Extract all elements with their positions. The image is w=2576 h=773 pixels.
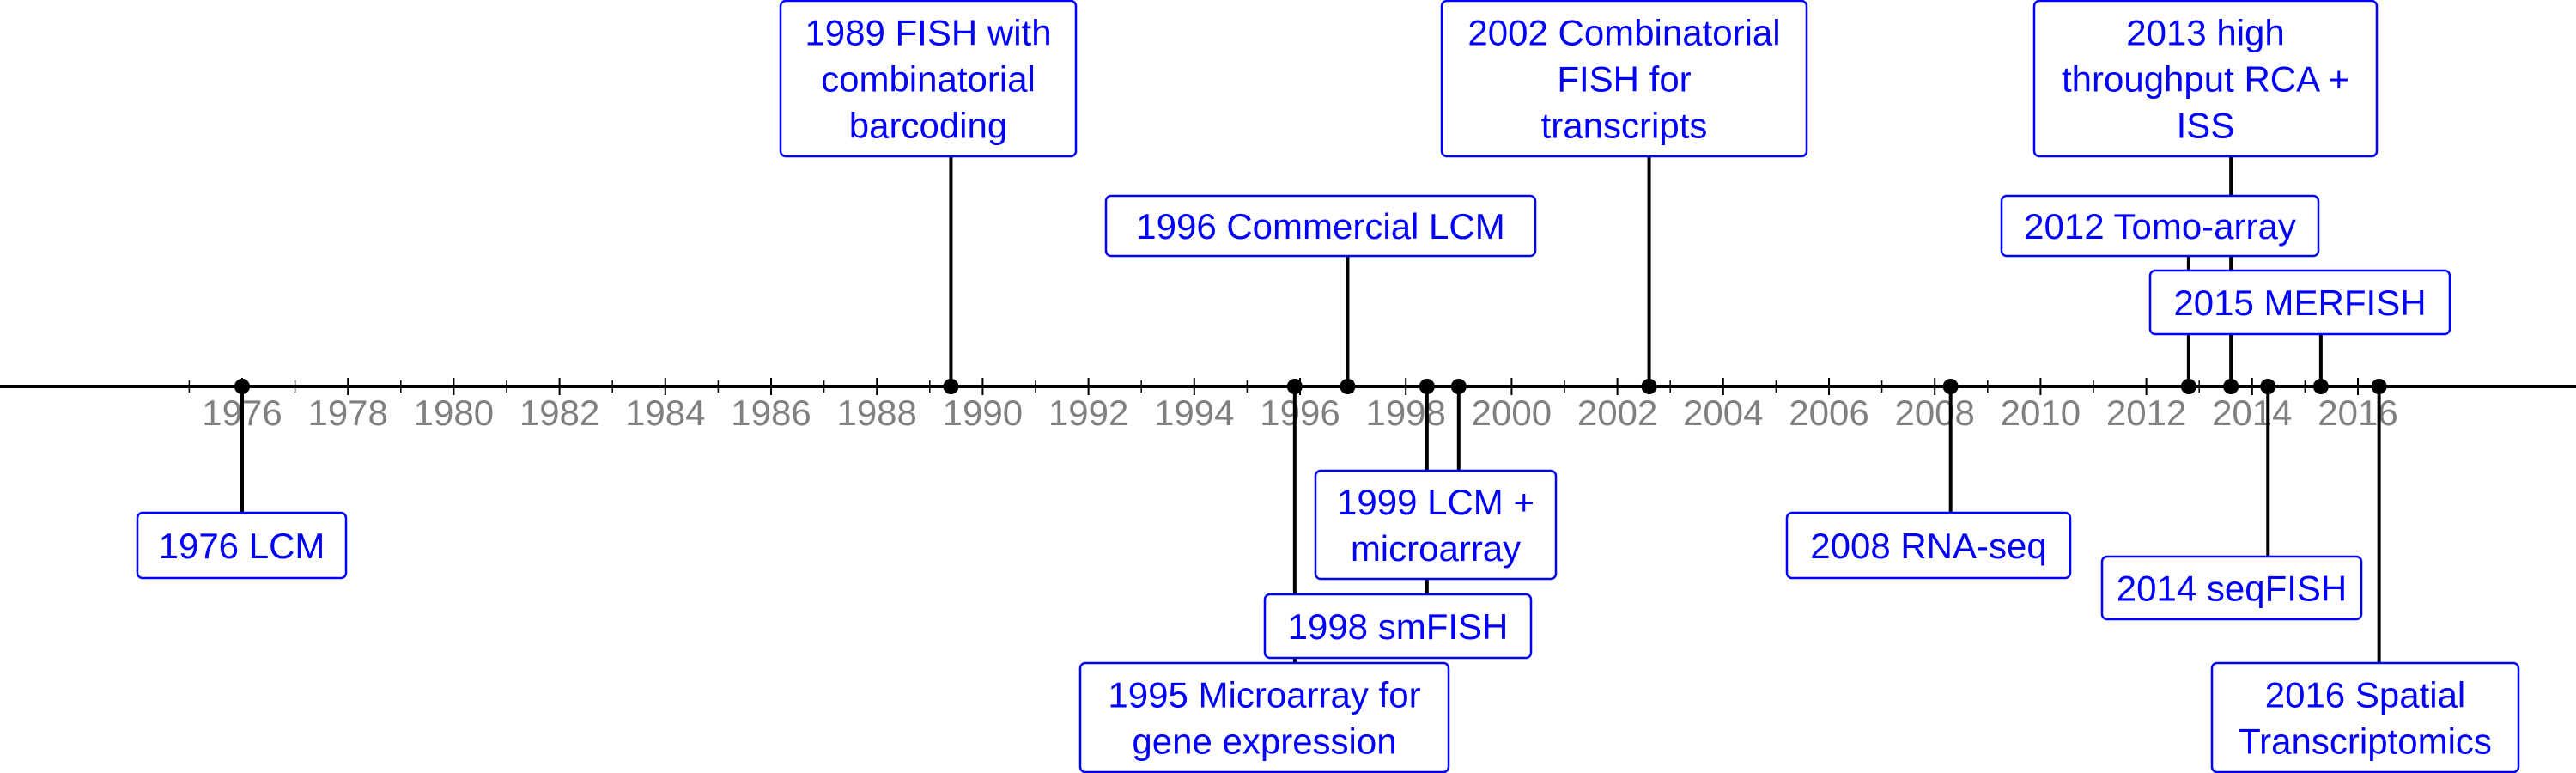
tick-label: 1982	[519, 393, 599, 433]
event-label-line: ISS	[2177, 106, 2235, 146]
event-box-border	[1104, 194, 1537, 258]
event-box-border	[1440, 0, 1808, 158]
event-box-border	[2100, 555, 2363, 621]
tick-label: 1992	[1048, 393, 1128, 433]
event-label-line: 2014 seqFISH	[2117, 569, 2348, 609]
event-label-box: 1989 FISH with combinatorial barcoding	[779, 0, 1078, 158]
event-dots	[234, 379, 2387, 394]
event-boxes: 1976 LCM 1989 FISH with combinatorial barco…	[136, 0, 2520, 773]
event-label-line: transcripts	[1541, 106, 1708, 146]
axis-ticks	[188, 378, 2359, 395]
event-label-line: FISH for	[1557, 59, 1691, 100]
tick-label: 1998	[1365, 393, 1445, 433]
event-label-line: combinatorial	[821, 59, 1036, 100]
event-label-box: 2014 seqFISH	[2100, 555, 2363, 621]
tick-label: 1996	[1260, 393, 1340, 433]
event-label-box: 2015 MERFISH	[2148, 269, 2451, 336]
event-label-line: throughput RCA +	[2062, 59, 2349, 100]
event-dot	[2371, 379, 2387, 394]
event-label-box: 1998 smFISH	[1263, 593, 1533, 660]
tick-label: 1986	[731, 393, 811, 433]
event-dot	[2312, 379, 2329, 394]
event-dot	[1419, 379, 1435, 394]
tick-label: 1990	[943, 393, 1023, 433]
event-label-line: barcoding	[849, 106, 1007, 146]
event-label-line: 1999 LCM +	[1337, 482, 1534, 522]
event-label-box: 2008 RNA-seq	[1785, 511, 2072, 580]
event-box-border	[1785, 511, 2072, 580]
event-label-box: 1976 LCM	[136, 511, 348, 580]
tick-label: 1994	[1154, 393, 1234, 433]
event-dot	[2260, 379, 2276, 394]
event-label-line: 2008 RNA-seq	[1810, 526, 2046, 566]
event-label-line: 2013 high	[2126, 13, 2285, 53]
event-dot	[1942, 379, 1959, 394]
event-box-border	[2000, 194, 2320, 258]
event-label-line: 2002 Combinatorial	[1467, 13, 1780, 53]
event-dot	[1450, 379, 1467, 394]
event-box-border	[2210, 661, 2520, 773]
tick-label: 2002	[1577, 393, 1657, 433]
tick-label: 2016	[2318, 393, 2397, 433]
event-dot	[943, 379, 959, 394]
event-dot	[1641, 379, 1657, 394]
event-label-box: 1996 Commercial LCM	[1104, 194, 1537, 258]
tick-label: 2006	[1789, 393, 1868, 433]
event-box-border	[2032, 0, 2379, 158]
event-dot	[234, 379, 250, 394]
event-dot	[1340, 379, 1356, 394]
tick-label: 1988	[836, 393, 916, 433]
event-label-line: Transcriptomics	[2239, 721, 2492, 762]
tick-label: 1984	[625, 393, 705, 433]
event-label-box: 2012 Tomo-array	[2000, 194, 2320, 258]
event-label-box: 1995 Microarray for gene expression	[1078, 661, 1450, 773]
event-label-box: 2013 high throughput RCA + ISS	[2032, 0, 2379, 158]
event-label-line: 1998 smFISH	[1288, 606, 1509, 647]
event-label-line: microarray	[1351, 528, 1521, 569]
event-dot	[2223, 379, 2239, 394]
tick-label: 1978	[307, 393, 387, 433]
tick-label: 1980	[414, 393, 494, 433]
event-box-border	[2148, 269, 2451, 336]
event-box-border	[1078, 661, 1450, 773]
tick-label: 2010	[2001, 393, 2081, 433]
event-label-line: 1976 LCM	[159, 526, 325, 566]
event-label-line: 2012 Tomo-array	[2024, 206, 2296, 247]
event-label-line: 2015 MERFISH	[2173, 283, 2426, 323]
event-label-line: gene expression	[1132, 721, 1396, 762]
event-label-line: 1995 Microarray for	[1108, 675, 1420, 715]
tick-label: 2012	[2106, 393, 2186, 433]
event-label-line: 1989 FISH with	[805, 13, 1051, 53]
event-label-line: 2016 Spatial	[2265, 675, 2466, 715]
tick-label: 2008	[1894, 393, 1974, 433]
event-dot	[1286, 379, 1303, 394]
event-label-line: 1996 Commercial LCM	[1136, 206, 1504, 247]
tick-label: 2014	[2212, 393, 2292, 433]
event-box-border	[1263, 593, 1533, 660]
event-label-box: 1999 LCM + microarray	[1314, 469, 1558, 581]
event-box-border	[136, 511, 348, 580]
event-box-border	[1314, 469, 1558, 581]
tick-label: 2004	[1683, 393, 1763, 433]
tick-label: 2000	[1472, 393, 1552, 433]
event-dot	[2180, 379, 2196, 394]
event-box-border	[779, 0, 1078, 158]
